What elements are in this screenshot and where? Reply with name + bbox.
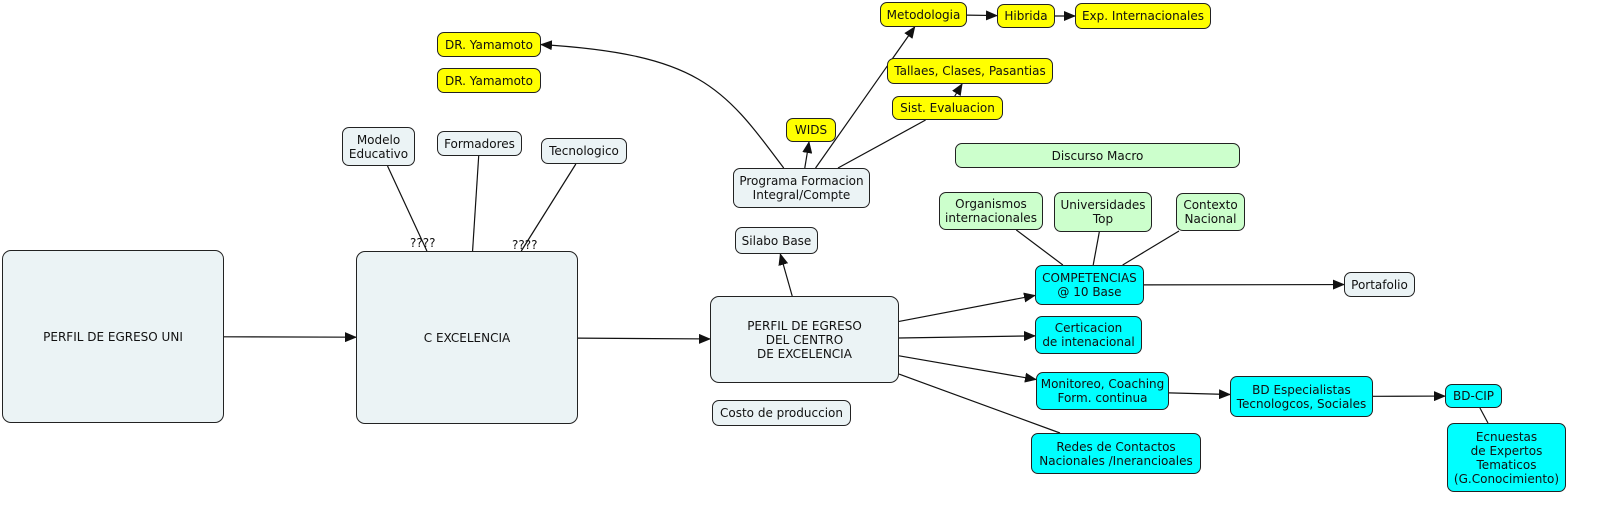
connector-programa_formacion-to-sist_evaluacion xyxy=(837,119,926,169)
connector-programa_formacion-to-metodologia xyxy=(815,26,916,169)
node-sist-evaluacion[interactable]: Sist. Evaluacion xyxy=(892,96,1003,120)
connector-perfil_centro-to-certicacion xyxy=(898,331,1036,342)
node-dr-yamamoto[interactable]: DR. Yamamoto xyxy=(437,32,541,57)
node-bd-cip[interactable]: BD-CIP xyxy=(1445,384,1502,408)
node-perfil-egreso-centro[interactable]: PERFIL DE EGRESO DEL CENTRO DE EXCELENCI… xyxy=(710,296,899,383)
node-costo-produccion[interactable]: Costo de produccion xyxy=(712,400,851,426)
connector-perfil_centro-to-silabo_base xyxy=(778,253,793,297)
connector-organismos-to-competencias xyxy=(1015,229,1064,266)
node-competencias[interactable]: COMPETENCIAS @ 10 Base xyxy=(1035,265,1144,305)
node-modelo-educativo[interactable]: Modelo Educativo xyxy=(342,127,415,166)
node-discurso-macro[interactable]: Discurso Macro xyxy=(955,143,1240,168)
connector-perfil_centro-to-monitoreo xyxy=(898,355,1037,383)
node-programa-formacion[interactable]: Programa Formacion Integral/Compte xyxy=(733,168,870,208)
node-exp-internacionales[interactable]: Exp. Internacionales xyxy=(1075,3,1211,29)
node-formadores[interactable]: Formadores xyxy=(437,131,522,156)
node-hibrida[interactable]: Hibrida xyxy=(997,4,1055,28)
node-monitoreo-coaching[interactable]: Monitoreo, Coaching Form. continua xyxy=(1036,372,1169,410)
connector-perfil_centro-to-redes xyxy=(898,373,1061,434)
node-universidades-top[interactable]: Universidades Top xyxy=(1054,192,1152,232)
connector-programa_formacion-to-dr_yamamoto_1 xyxy=(540,40,785,169)
connector-sist_evaluacion-to-tallaes xyxy=(952,83,963,97)
node-certicacion-intenacional[interactable]: Certicacion de intenacional xyxy=(1035,316,1142,354)
connector-bd_cip-to-ecnuestas xyxy=(1479,407,1489,424)
connector-monitoreo-to-bd_especialistas xyxy=(1168,389,1231,400)
connector-programa_formacion-to-wids xyxy=(802,141,813,169)
node-bd-especialistas[interactable]: BD Especialistas Tecnologcos, Sociales xyxy=(1230,376,1373,417)
connector-tecnologico-to-c_excelencia xyxy=(520,163,577,252)
node-contexto-nacional[interactable]: Contexto Nacional xyxy=(1176,193,1245,231)
node-organismos-internacionales[interactable]: Organismos internacionales xyxy=(939,192,1043,230)
connector-c_excelencia-to-perfil_centro xyxy=(577,333,711,344)
connector-modelo_educativo-to-c_excelencia xyxy=(386,165,428,252)
node-portafolio[interactable]: Portafolio xyxy=(1344,272,1415,297)
connector-perfil_centro-to-competencias xyxy=(898,292,1036,323)
node-c-excelencia[interactable]: C EXCELENCIA xyxy=(356,251,578,424)
node-silabo-base[interactable]: Silabo Base xyxy=(735,227,818,254)
node-redes-de-contactos[interactable]: Redes de Contactos Nacionales /Inerancio… xyxy=(1031,433,1201,474)
node-metodologia[interactable]: Metodologia xyxy=(880,2,967,27)
node-ecnuestas-expertos[interactable]: Ecnuestas de Expertos Tematicos (G.Conoc… xyxy=(1447,423,1566,492)
connector-contexto_nacional-to-competencias xyxy=(1122,230,1180,266)
connector-formadores-to-c_excelencia xyxy=(471,155,480,252)
link-label-tecnologico: ???? xyxy=(512,238,538,252)
node-perfil-egreso-uni[interactable]: PERFIL DE EGRESO UNI xyxy=(2,250,224,423)
node-wids[interactable]: WIDS xyxy=(786,118,836,142)
link-label-modelo: ???? xyxy=(410,236,436,250)
node-dr-yamamoto-duplicate[interactable]: DR. Yamamoto xyxy=(437,68,541,93)
node-tecnologico[interactable]: Tecnologico xyxy=(541,138,627,164)
connector-universidades_top-to-competencias xyxy=(1092,231,1100,266)
node-tallaes-clases-pasantias[interactable]: Tallaes, Clases, Pasantias xyxy=(887,58,1053,84)
